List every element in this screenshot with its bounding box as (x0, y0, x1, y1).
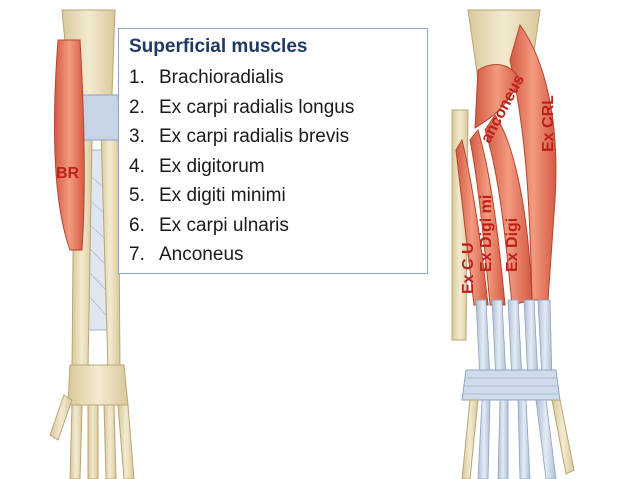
right-hand-bone-2 (551, 399, 575, 475)
legend-title: Superficial muscles (129, 36, 308, 57)
right-tendon-4 (523, 299, 539, 381)
label-ex-digi-mi: Ex Digi mi (478, 194, 495, 272)
legend-item: 1.Brachioradialis (129, 67, 284, 88)
legend-item: 2.Ex carpi radialis longus (129, 96, 355, 118)
right-ex-carpi-ulnaris (455, 138, 489, 306)
right-tendon-2 (491, 299, 507, 381)
right-extensor-retinaculum (461, 369, 561, 401)
left-finger-1 (69, 404, 83, 479)
legend-item: 3.Ex carpi radialis brevis (129, 126, 350, 147)
legend-list: 1.Brachioradialis 2.Ex carpi radialis lo… (129, 63, 354, 270)
right-hand-tendon-2 (497, 399, 509, 479)
right-hand-tendon-3 (517, 399, 531, 479)
legend-item: 7.Anconeus (129, 244, 244, 265)
right-hand-tendon-4 (535, 399, 557, 479)
legend-item: 6.Ex carpi ulnaris (129, 214, 289, 236)
left-thumb (49, 394, 73, 441)
right-forearm-figure (451, 9, 575, 479)
label-br: BR (56, 165, 80, 182)
left-carpal-bones (67, 364, 129, 406)
left-brachioradialis (53, 39, 85, 251)
legend-item: 5.Ex digiti minimi (129, 185, 286, 206)
right-hand-tendon-1 (477, 399, 491, 479)
right-tendon-3 (507, 299, 523, 381)
label-ex-cu: Ex C U (460, 242, 477, 294)
legend-item: 4.Ex digitorum (129, 155, 265, 177)
left-forearm-figure (49, 9, 135, 479)
left-finger-4 (117, 404, 135, 479)
right-tendon-5 (537, 299, 553, 381)
legend-box: Superficial muscles 1.Brachioradialis 2.… (118, 28, 428, 274)
right-tendon-1 (475, 299, 491, 381)
label-ex-digi: Ex Digi (504, 217, 521, 272)
right-anconeus (474, 64, 521, 129)
right-hand-bone-1 (461, 399, 479, 479)
label-ex-crl: Ex CRL (540, 95, 557, 152)
left-finger-2 (87, 404, 99, 479)
left-finger-3 (103, 404, 117, 479)
